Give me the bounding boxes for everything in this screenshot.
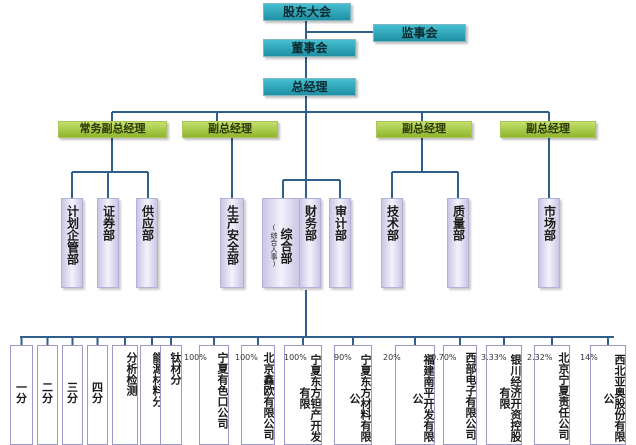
ownership-percent: 10.70% — [426, 353, 457, 362]
unit-label: 西北亚奥股份有限公 — [602, 354, 626, 442]
unit-label: 一分 — [16, 381, 27, 405]
unit-label: 钛材分 — [169, 352, 182, 385]
unit-label: 北京鑫欧有限公司 — [262, 352, 275, 440]
unit-label: 银川经济开资控股有限 — [498, 354, 522, 442]
board-box: 董事会 — [263, 39, 356, 57]
unit-box: 宁夏有色口公司 — [199, 345, 229, 445]
ownership-percent: 3.33% — [481, 353, 507, 362]
dept-marketing: 市场部 — [538, 198, 560, 288]
supervisory-box: 监事会 — [373, 24, 466, 42]
unit-box: 钛材分 — [160, 345, 182, 445]
unit-label: 四分 — [92, 381, 103, 405]
dept-finance: 财务部 — [299, 198, 321, 288]
dept-planning: 计划企管部 — [61, 198, 83, 288]
vp-box-2: 副总经理 — [182, 121, 278, 138]
unit-box: 三分 — [62, 345, 83, 445]
unit-box: 西北亚奥股份有限公 — [590, 345, 626, 445]
unit-box: 二分 — [37, 345, 58, 445]
unit-label: 西部电子有限公司 — [464, 352, 477, 440]
ownership-percent: 14% — [580, 353, 598, 362]
dept-securities: 证券部 — [97, 198, 119, 288]
unit-box: 北京宁夏责任公司 — [534, 345, 570, 445]
ownership-percent: 100% — [184, 353, 207, 362]
unit-label: 二分 — [42, 381, 53, 405]
ownership-percent: 100% — [235, 353, 258, 362]
unit-box: 宁夏东方材料有限公 — [334, 345, 372, 445]
dept-quality: 质量部 — [447, 198, 469, 288]
shareholders-box: 股东大会 — [263, 3, 351, 21]
dept-technology: 技术部 — [381, 198, 403, 288]
vp-box-4: 副总经理 — [500, 121, 596, 138]
vp-box-3: 副总经理 — [376, 121, 472, 138]
unit-label: 宁夏东方材料有限公 — [348, 354, 372, 442]
dept-general-hr-note: (综合人事) — [270, 224, 278, 268]
dept-production-safety: 生产安全部 — [220, 198, 244, 288]
dept-general-hr: (综合人事) 综合部 — [262, 198, 300, 288]
unit-box: 福建南平开发有限公 — [395, 345, 435, 445]
unit-box: 四分 — [87, 345, 108, 445]
unit-box: 一分 — [10, 345, 33, 445]
unit-label: 三分 — [67, 381, 78, 405]
unit-box: 分析检测 — [112, 345, 138, 445]
unit-box: 北京鑫欧有限公司 — [241, 345, 275, 445]
unit-label: 分析检测 — [125, 352, 138, 396]
unit-label: 宁夏东方钽产开发有限 — [298, 354, 322, 442]
dept-general-label: 综合部 — [279, 228, 293, 264]
dept-audit: 审计部 — [329, 198, 351, 288]
unit-box: 银川经济开资控股有限 — [486, 345, 522, 445]
unit-label: 福建南平开发有限公 — [411, 354, 435, 442]
unit-label: 宁夏有色口公司 — [216, 352, 229, 429]
ownership-percent: 2.32% — [527, 353, 553, 362]
unit-label: 北京宁夏责任公司 — [557, 352, 570, 440]
general-manager-box: 总经理 — [263, 78, 356, 96]
unit-box: 宁夏东方钽产开发有限 — [284, 345, 322, 445]
ownership-percent: 100% — [284, 353, 307, 362]
ownership-percent: 90% — [334, 353, 352, 362]
unit-box: 西部电子有限公司 — [443, 345, 477, 445]
ownership-percent: 20% — [383, 353, 401, 362]
vp-box-1: 常务副总经理 — [58, 121, 167, 138]
dept-supply: 供应部 — [136, 198, 158, 288]
